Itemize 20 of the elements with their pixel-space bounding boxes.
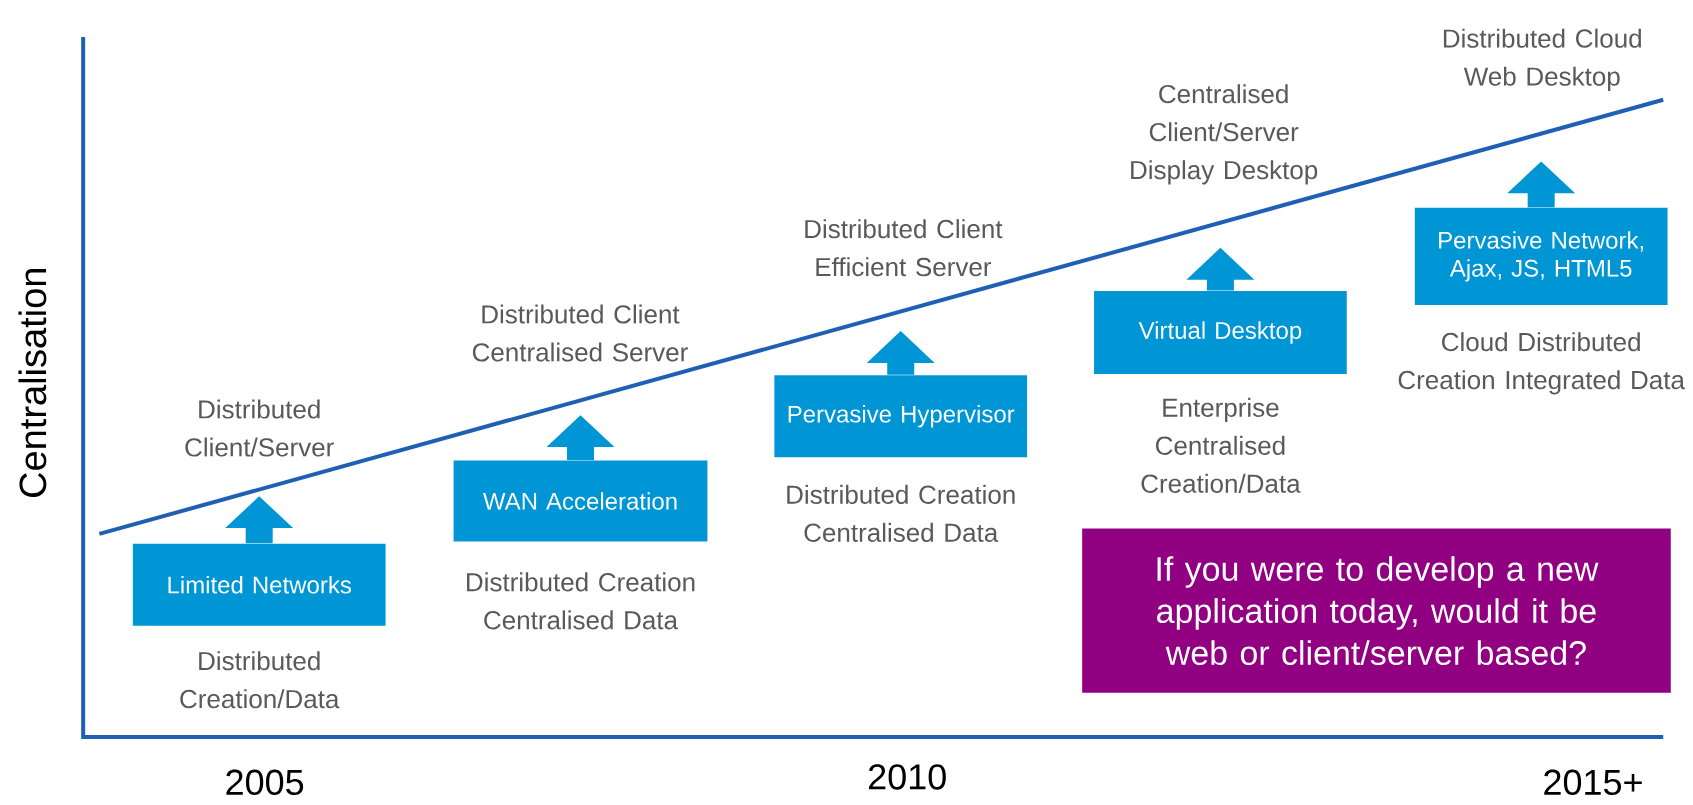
question-box: If you were to develop a new application today, would it be web or client/server based? bbox=[1082, 528, 1671, 693]
process-box: Pervasive Network, Ajax, JS, HTML5 bbox=[1414, 207, 1668, 305]
caption-text: Distributed Creation/Data bbox=[180, 651, 340, 709]
process-box: Virtual Desktop bbox=[1094, 290, 1347, 375]
caption-text: Cloud Distributed Creation Integrated Data bbox=[1398, 332, 1685, 395]
year-label: 2005 bbox=[226, 769, 304, 796]
caption-text: Distributed Creation Centralised Data bbox=[787, 484, 1015, 542]
stage-label: Distributed Client Efficient Server bbox=[805, 219, 1003, 277]
process-box: WAN Acceleration bbox=[453, 460, 708, 542]
caption-text: Enterprise Centralised Creation/Data bbox=[1141, 397, 1301, 493]
year-label: 2015+ bbox=[1544, 769, 1642, 796]
process-box: Limited Networks bbox=[132, 543, 386, 626]
stage-label: Centralised Client/Server Display Desktop bbox=[1131, 84, 1318, 185]
stage-label: Distributed Client/Server bbox=[185, 399, 334, 457]
caption-text: Distributed Creation Centralised Data bbox=[467, 572, 695, 630]
axis-title: Centralisation bbox=[18, 269, 47, 497]
process-box: Pervasive Hypervisor bbox=[774, 375, 1028, 458]
year-label: 2010 bbox=[869, 764, 946, 790]
stage-label: Distributed Cloud Web Desktop bbox=[1443, 28, 1641, 91]
stage-label: Distributed Client Centralised Server bbox=[472, 304, 688, 362]
